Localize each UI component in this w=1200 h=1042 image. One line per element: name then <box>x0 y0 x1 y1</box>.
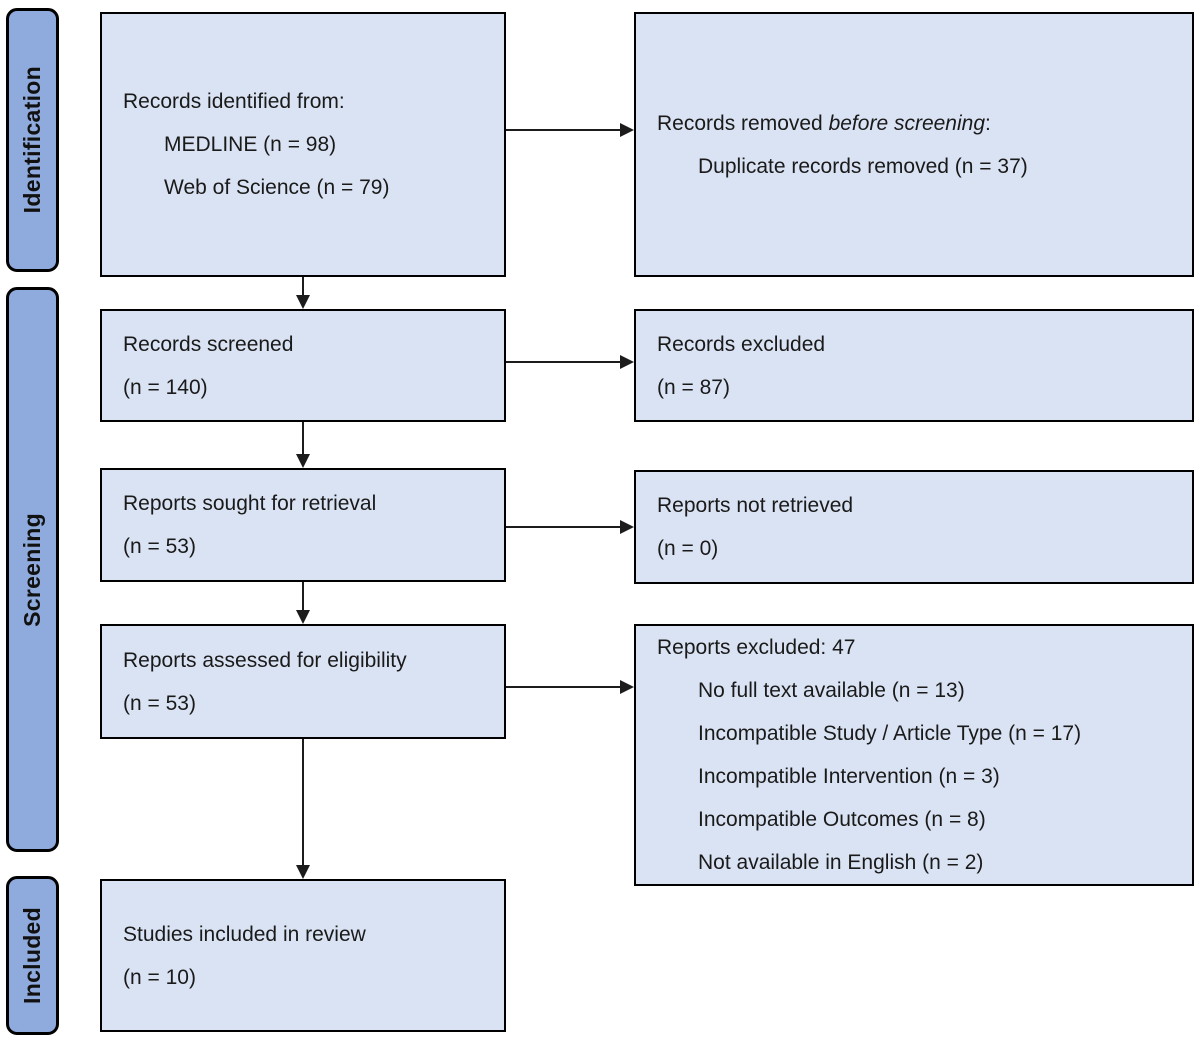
box-line: Reports sought for retrieval <box>123 492 377 515</box>
box-item: Web of Science (n = 79) <box>164 176 390 199</box>
stage-bar-included: Included <box>6 876 59 1035</box>
arrow-sought-to-assessed-head <box>296 610 310 624</box>
box-item: Incompatible Intervention (n = 3) <box>698 765 1000 788</box>
stage-label-identification: Identification <box>19 66 45 214</box>
box-line: Records excluded <box>657 332 826 356</box>
box-records-screened: Records screened (n = 140) <box>100 309 506 422</box>
stage-label-included: Included <box>19 907 45 1004</box>
box-title: Reports excluded: 47 <box>657 636 856 659</box>
box-studies-included: Studies included in review (n = 10) <box>100 879 506 1032</box>
box-line: (n = 53) <box>123 691 196 715</box>
box-line: Records screened <box>123 332 294 356</box>
arrow-sought-to-assessed-line <box>302 582 304 611</box>
arrow-identified-to-removed-head <box>620 123 634 137</box>
box-reports-sought: Reports sought for retrieval (n = 53) <box>100 468 506 582</box>
box-title: Records removed before screening: <box>657 111 991 135</box>
arrow-assessed-to-excluded-head <box>620 680 634 694</box>
arrow-assessed-to-included-line <box>302 739 304 866</box>
box-records-removed: Records removed before screening: Duplic… <box>634 12 1194 277</box>
box-line: (n = 140) <box>123 375 208 399</box>
stage-label-screening: Screening <box>19 512 45 627</box>
box-item: Incompatible Outcomes (n = 8) <box>698 808 986 831</box>
box-records-excluded: Records excluded (n = 87) <box>634 309 1194 422</box>
box-line: (n = 53) <box>123 535 196 558</box>
box-line: (n = 10) <box>123 965 196 989</box>
box-line: (n = 87) <box>657 375 730 399</box>
box-item: Not available in English (n = 2) <box>698 851 984 874</box>
arrow-sought-to-not-retrieved-head <box>620 520 634 534</box>
arrow-sought-to-not-retrieved-line <box>506 526 621 528</box>
arrow-identified-to-screened-head <box>296 295 310 309</box>
arrow-assessed-to-included-head <box>296 865 310 879</box>
box-item: Incompatible Study / Article Type (n = 1… <box>698 722 1082 745</box>
stage-bar-identification: Identification <box>6 8 59 272</box>
box-item: No full text available (n = 13) <box>698 679 965 702</box>
box-line: Reports not retrieved <box>657 494 854 517</box>
stage-bar-screening: Screening <box>6 287 59 852</box>
box-title: Records identified from: <box>123 90 345 113</box>
box-line: Reports assessed for eligibility <box>123 648 407 672</box>
arrow-identified-to-removed-line <box>506 129 621 131</box>
arrow-screened-to-sought-head <box>296 454 310 468</box>
arrow-screened-to-sought-line <box>302 422 304 455</box>
box-line: Studies included in review <box>123 922 366 946</box>
box-reports-excluded: Reports excluded: 47 No full text availa… <box>634 624 1194 886</box>
arrow-screened-to-excluded-head <box>620 355 634 369</box>
box-item: Duplicate records removed (n = 37) <box>698 154 1028 178</box>
box-item: MEDLINE (n = 98) <box>164 133 337 156</box>
arrow-identified-to-screened-line <box>302 277 304 297</box>
arrow-assessed-to-excluded-line <box>506 686 621 688</box>
box-line: (n = 0) <box>657 537 719 560</box>
box-reports-assessed: Reports assessed for eligibility (n = 53… <box>100 624 506 739</box>
arrow-screened-to-excluded-line <box>506 361 621 363</box>
box-records-identified: Records identified from: MEDLINE (n = 98… <box>100 12 506 277</box>
box-reports-not-retrieved: Reports not retrieved (n = 0) <box>634 470 1194 584</box>
